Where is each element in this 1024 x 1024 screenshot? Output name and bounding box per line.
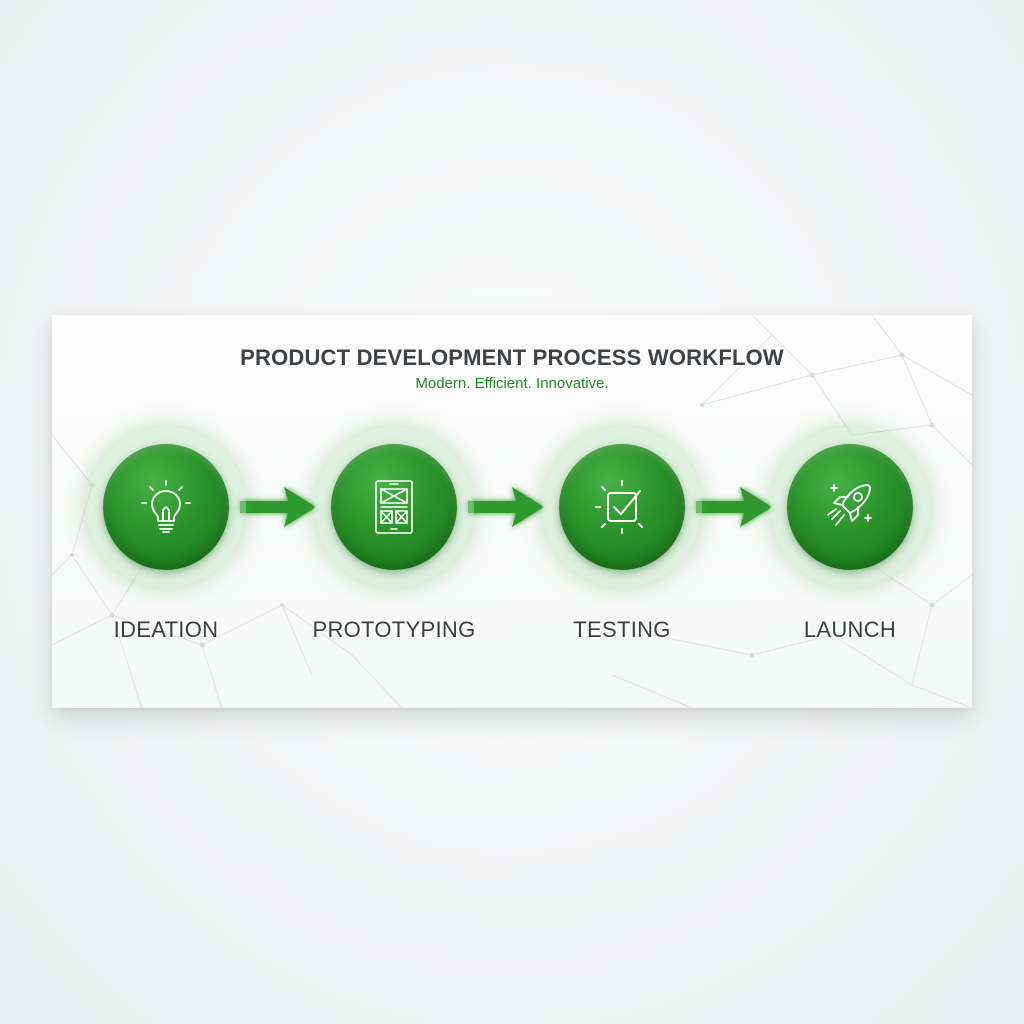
diagram-subtitle: Modern. Efficient. Innovative.	[415, 375, 609, 392]
step-label-testing: TESTING	[573, 617, 671, 642]
step-testing	[542, 427, 702, 587]
diagram-title: PRODUCT DEVELOPMENT PROCESS WORKFLOW	[240, 345, 784, 370]
flow-arrows	[240, 487, 772, 527]
lightbulb-icon	[141, 480, 191, 533]
rocket-icon	[827, 484, 872, 526]
wireframe-tablet-icon	[375, 480, 413, 534]
step-launch	[770, 427, 930, 587]
workflow-card: PRODUCT DEVELOPMENT PROCESS WORKFLOW Mod…	[52, 315, 972, 708]
step-ideation	[86, 427, 246, 587]
checkbox-icon	[595, 480, 643, 534]
arrow-2	[468, 487, 544, 527]
step-label-ideation: IDEATION	[113, 617, 219, 642]
arrow-1	[240, 487, 316, 527]
step-label-prototyping: PROTOTYPING	[312, 617, 476, 642]
step-label-launch: LAUNCH	[803, 617, 897, 642]
arrow-3	[696, 487, 772, 527]
step-prototyping	[314, 427, 474, 587]
